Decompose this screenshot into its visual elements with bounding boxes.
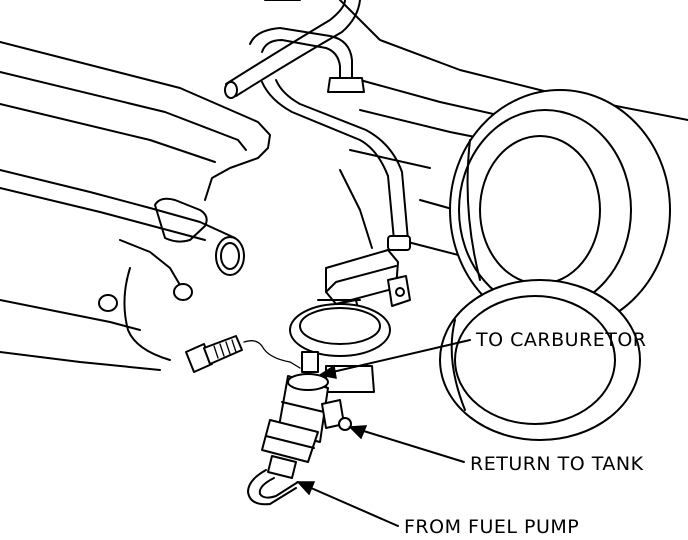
fuel-line — [261, 79, 411, 251]
bracket — [325, 249, 411, 319]
from-fuel-pump-label: FROM FUEL PUMP — [404, 516, 580, 538]
inlet-hose — [247, 469, 299, 506]
valve-cover — [0, 41, 271, 371]
head-bolts — [98, 236, 245, 312]
mounting-bolt — [185, 335, 301, 373]
to-carburetor-label: TO CARBURETOR — [476, 329, 647, 351]
return-fitting — [321, 399, 352, 431]
fuel-pump — [289, 299, 391, 393]
pulleys — [439, 89, 671, 441]
leader-lines — [296, 339, 471, 527]
vacuum-hose — [224, 0, 365, 99]
return-to-tank-label: RETURN TO TANK — [470, 453, 644, 475]
fuel-filter — [261, 351, 329, 479]
